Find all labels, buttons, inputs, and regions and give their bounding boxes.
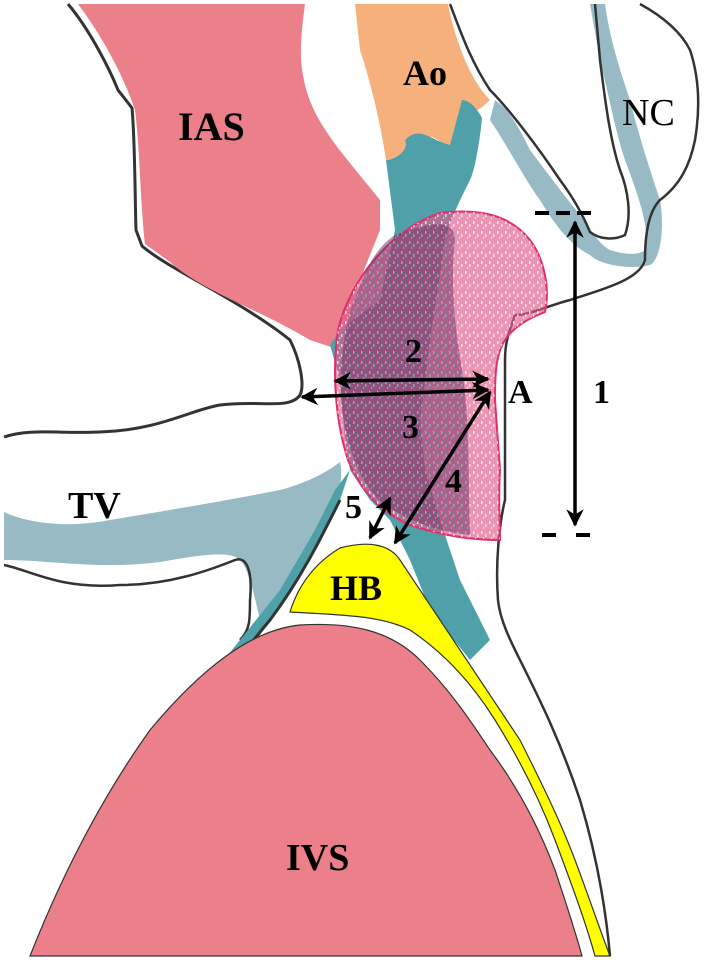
label-1: 1 — [593, 374, 610, 411]
measurement-1 — [535, 211, 600, 537]
label-hb: HB — [330, 568, 382, 608]
label-3: 3 — [402, 409, 419, 446]
measurement-2 — [333, 370, 490, 390]
aorta-region — [355, 4, 490, 160]
label-nc: NC — [622, 92, 675, 134]
measurement-5 — [368, 496, 392, 540]
nc-region — [490, 4, 662, 267]
tv-leaflet — [4, 462, 342, 620]
ivs-region — [29, 623, 583, 957]
label-ao: Ao — [403, 53, 447, 93]
label-ivs: IVS — [286, 837, 349, 879]
label-2: 2 — [405, 333, 422, 370]
label-5: 5 — [345, 489, 362, 526]
ias-region — [78, 4, 380, 350]
outline-right — [495, 314, 612, 957]
label-4: 4 — [445, 463, 462, 500]
his-bundle-region — [289, 543, 611, 957]
label-ias: IAS — [178, 104, 245, 149]
label-a: A — [508, 374, 533, 411]
conduction-tissue-lower — [200, 470, 350, 690]
tv-outline — [3, 558, 252, 641]
outline-left-upper — [3, 3, 304, 439]
measurement-4 — [393, 390, 492, 545]
label-tv: TV — [68, 485, 121, 527]
